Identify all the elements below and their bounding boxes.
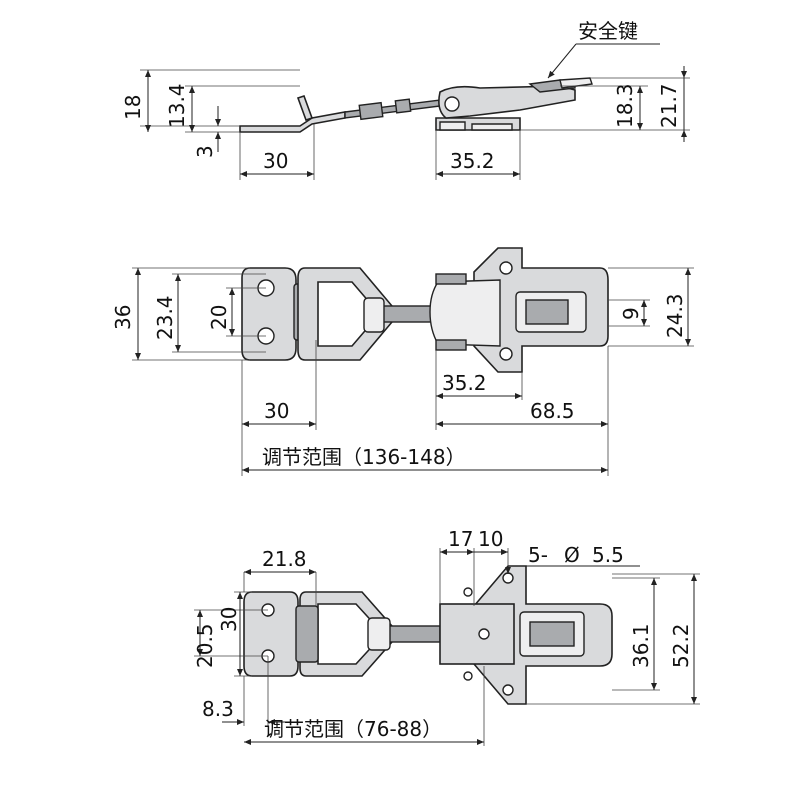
- base-hole-b4: [463, 587, 473, 597]
- threaded-rod-bottom: [383, 625, 441, 643]
- dim-bot-10: 10: [478, 527, 503, 551]
- dim-bot-21-8: 21.8: [262, 547, 307, 571]
- dim-mid-35-2: 35.2: [442, 371, 487, 395]
- spring: [525, 299, 569, 325]
- top-side-view: 安全键 18 13.4 3 30 35.2 18.3 21.7: [121, 19, 690, 180]
- middle-top-view: 36 23.4 20 9 24.3 35.2 68.5 30 调节范围（136-…: [111, 247, 694, 476]
- dim-top-30: 30: [263, 149, 288, 173]
- lever-side: [438, 85, 576, 119]
- dim-bot-5-5: 5.5: [592, 543, 624, 567]
- dim-mid-24-3: 24.3: [663, 293, 687, 338]
- rod-nut-bottom: [367, 617, 391, 651]
- dim-bot-20-5: 20.5: [193, 623, 217, 668]
- nut-side-2: [394, 98, 412, 114]
- base-hole-bottom: [499, 347, 513, 361]
- base-hole-b1: [502, 572, 514, 584]
- dim-top-3: 3: [193, 145, 217, 158]
- bottom-view: 21.8 17 10 5- Ø 5.5 20.5 30 8.3 36.1: [193, 527, 700, 746]
- dim-bot-8-3: 8.3: [202, 697, 234, 721]
- base-hole-b2: [478, 628, 490, 640]
- lever-tail: [559, 77, 593, 89]
- base-foot-2: [471, 123, 513, 131]
- dim-mid-68-5: 68.5: [530, 399, 575, 423]
- dim-top-21-7: 21.7: [657, 83, 681, 128]
- hook-plate-side: [239, 111, 346, 133]
- base-hole-top: [499, 261, 513, 275]
- dim-mid-9: 9: [619, 307, 643, 320]
- dim-top-13-4: 13.4: [165, 83, 189, 128]
- dim-mid-36: 36: [111, 305, 135, 330]
- dim-mid-30: 30: [264, 399, 289, 423]
- lever-pin-bottom: [435, 339, 467, 351]
- dim-top-35-2: 35.2: [450, 149, 495, 173]
- dim-bot-phi: Ø: [564, 543, 580, 567]
- dim-bot-36-1: 36.1: [629, 623, 653, 668]
- range-label-middle: 调节范围（136-148）: [262, 445, 466, 469]
- dim-bot-52-2: 52.2: [669, 623, 693, 668]
- dim-top-18-3: 18.3: [613, 83, 637, 128]
- lever-block-bottom: [439, 603, 515, 665]
- rod-nut: [363, 297, 385, 333]
- dim-bot-holes: 5-: [528, 543, 548, 567]
- threaded-rod: [379, 305, 435, 323]
- safety-key-label: 安全键: [578, 19, 638, 43]
- dim-bot-30: 30: [217, 607, 241, 632]
- lever-top: [429, 279, 501, 347]
- hook-bar-bottom: [295, 605, 319, 663]
- hook-tip: [296, 94, 314, 122]
- hook-plate-bottom: [243, 591, 299, 677]
- dim-mid-20: 20: [207, 305, 231, 330]
- spring-bottom: [529, 621, 575, 647]
- dim-bot-17: 17: [448, 527, 473, 551]
- base-foot: [439, 121, 466, 131]
- nut-side: [358, 101, 384, 121]
- base-hole-b5: [463, 671, 473, 681]
- dim-top-18: 18: [121, 95, 145, 120]
- dim-mid-23-4: 23.4: [153, 295, 177, 340]
- base-hole-b3: [502, 684, 514, 696]
- lever-pin-top: [435, 273, 467, 285]
- range-label-bottom: 调节范围（76-88）: [264, 717, 442, 741]
- pivot-circle: [444, 96, 460, 112]
